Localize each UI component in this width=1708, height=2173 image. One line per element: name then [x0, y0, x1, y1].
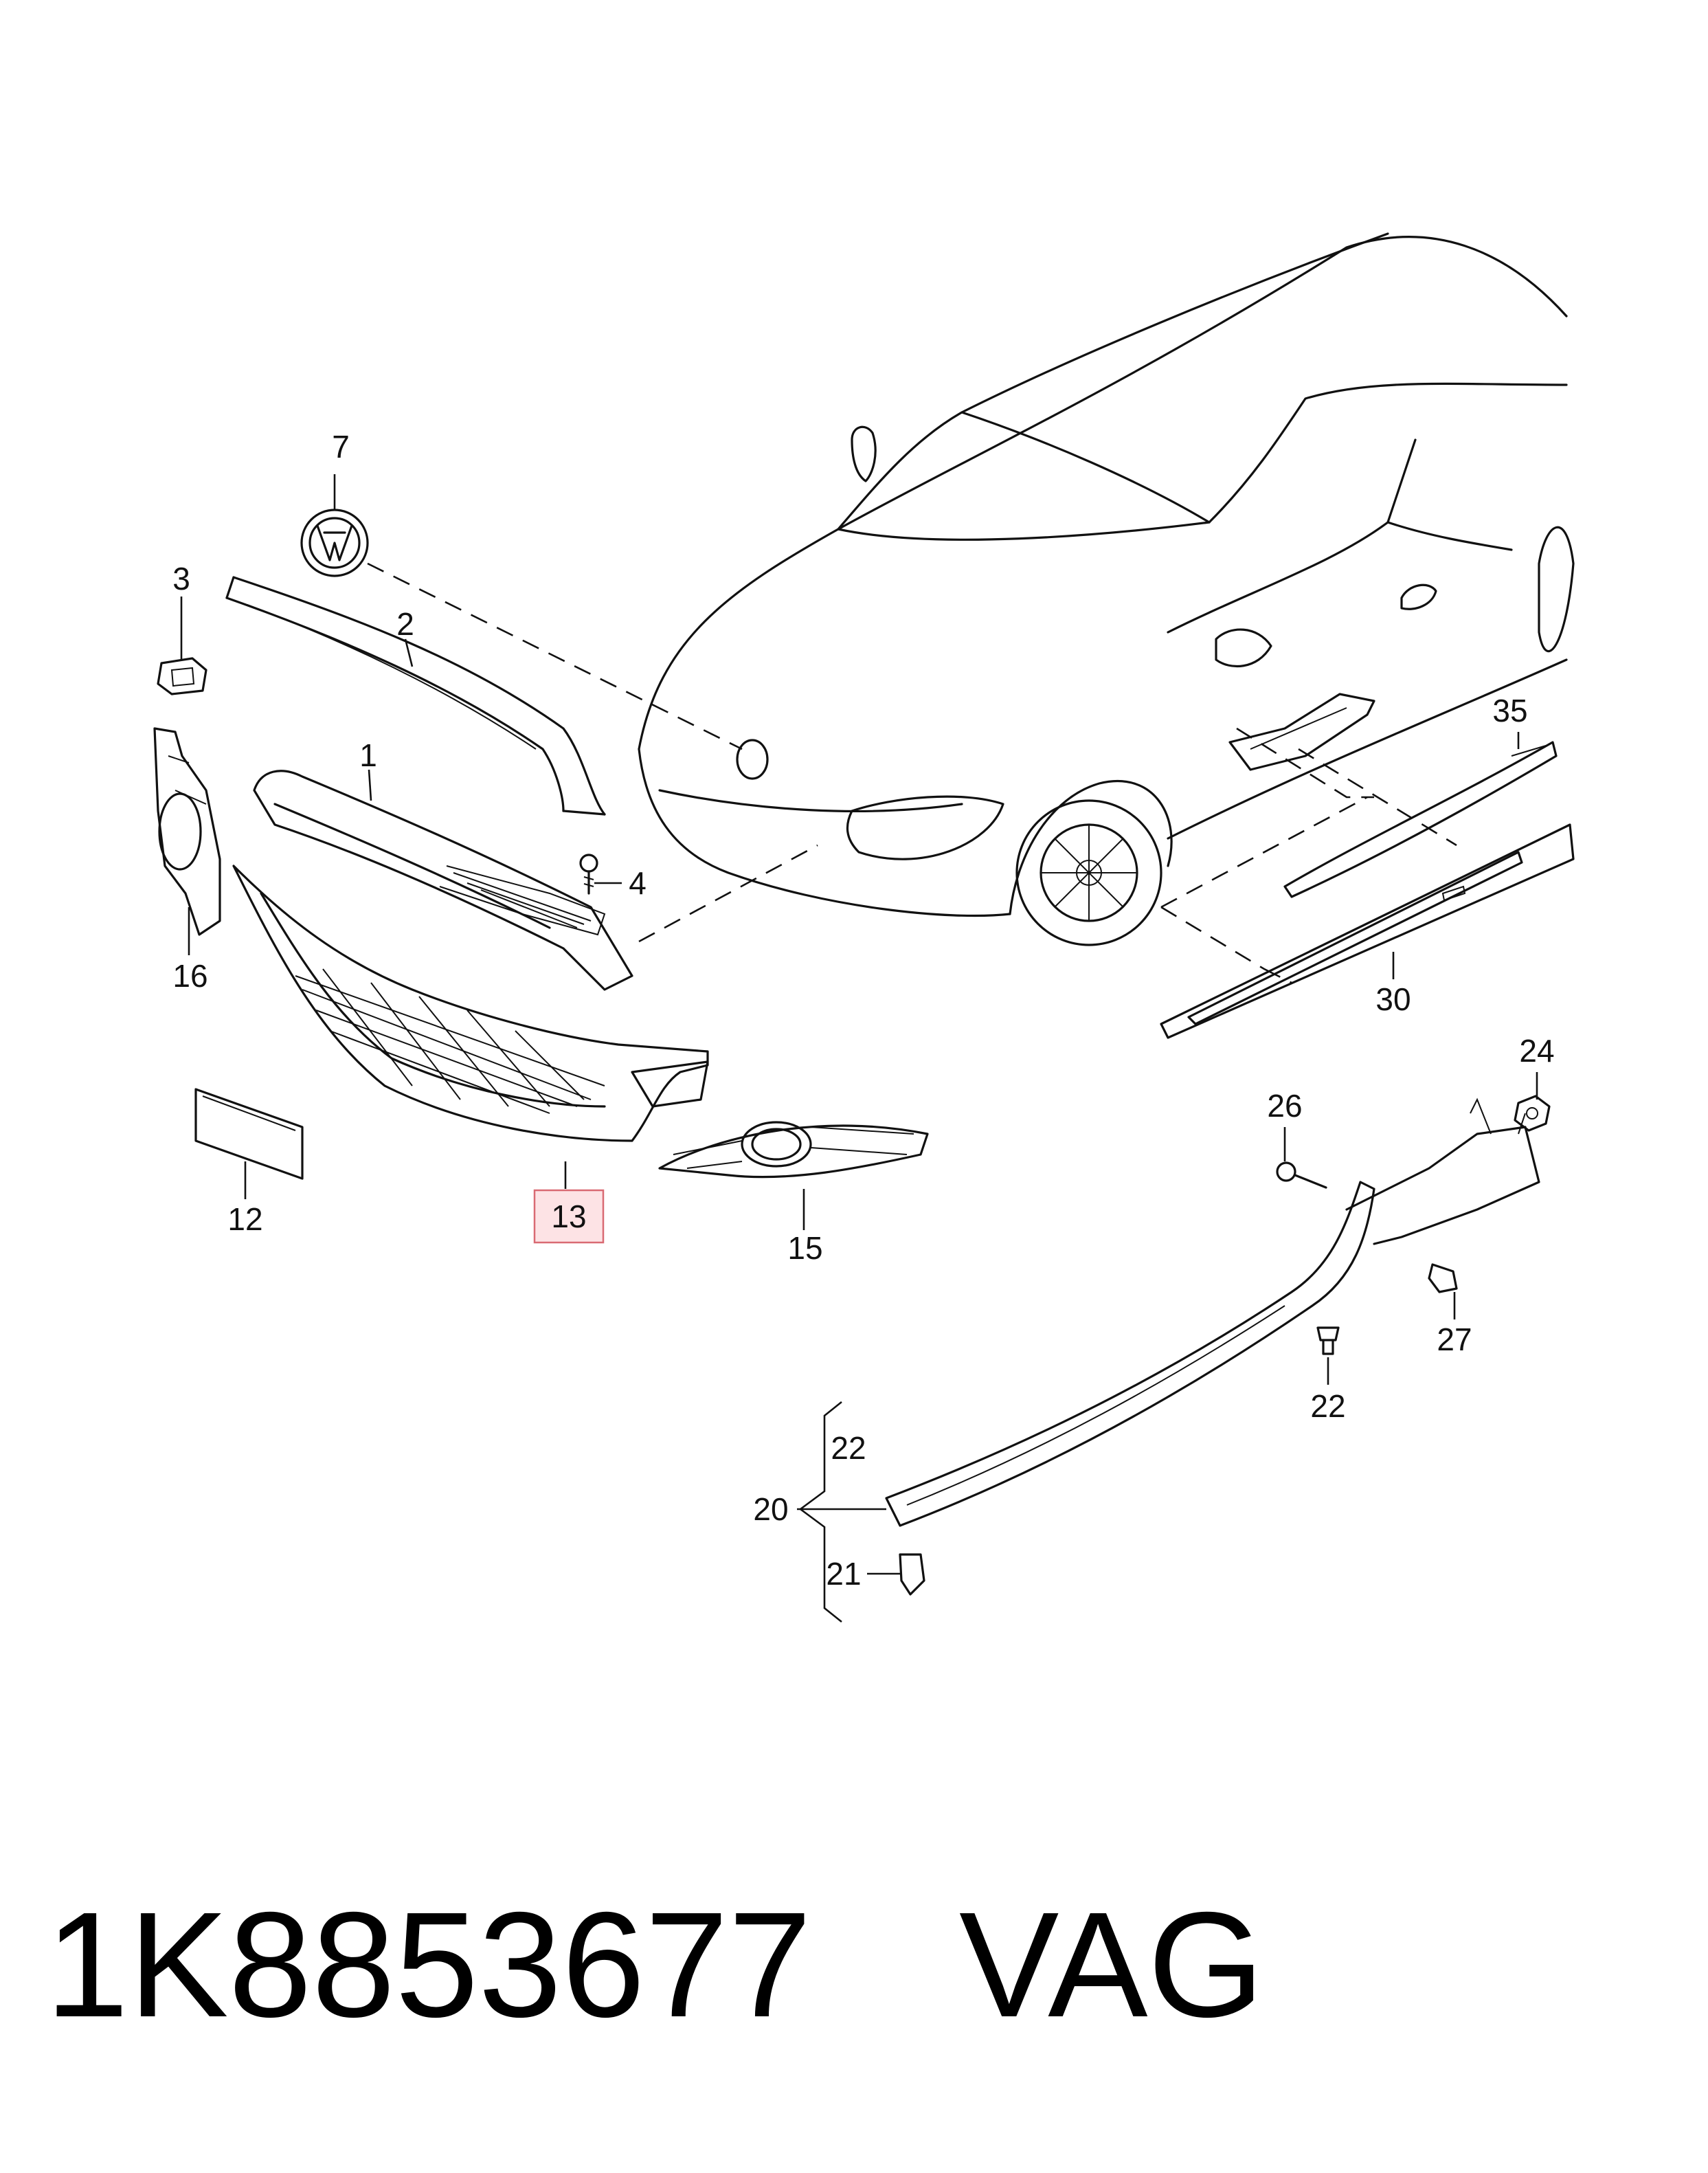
upper-grille-part: [253, 770, 633, 991]
leader-lines: [180, 474, 1538, 1623]
callout-2: 2: [396, 606, 414, 642]
brand-name: VAG: [959, 1882, 1265, 2049]
clip-part: [157, 657, 207, 695]
fog-light-grille-part: [658, 1121, 929, 1179]
callout-7: 7: [332, 429, 350, 465]
callout-1: 1: [359, 737, 377, 773]
assembly-dash-lines: [367, 562, 1457, 984]
callout-12: 12: [227, 1201, 262, 1237]
vw-emblem-part: [300, 509, 369, 577]
callout-3: 3: [172, 561, 190, 597]
callout-22-right: 22: [1310, 1388, 1345, 1424]
callout-27: 27: [1437, 1322, 1472, 1357]
caption: 1K8853677 VAG: [45, 1876, 1626, 2055]
part-number: 1K8853677: [45, 1882, 812, 2049]
callout-16: 16: [172, 958, 207, 994]
sill-trim-part: [1160, 741, 1575, 1039]
callout-30: 30: [1375, 981, 1411, 1017]
screw-part: [579, 854, 598, 895]
callout-21: 21: [826, 1556, 861, 1592]
callout-35: 35: [1492, 693, 1527, 728]
side-skirt-part: [885, 1097, 1540, 1527]
callout-4: 4: [629, 865, 647, 901]
callout-20: 20: [753, 1491, 788, 1527]
body-bracket-part: [1228, 693, 1375, 771]
car-outline: [638, 232, 1575, 946]
callout-labels: 1 2 3 4 7 12 13 15 16 20 21 22 22 24 26 …: [172, 429, 1554, 1592]
callout-26: 26: [1267, 1088, 1302, 1124]
upper-trim-strip-part: [225, 576, 606, 816]
license-plate-base-part: [194, 1088, 304, 1180]
callout-24: 24: [1519, 1033, 1554, 1069]
callout-22-left: 22: [831, 1430, 866, 1466]
callout-13: 13: [551, 1199, 586, 1234]
side-bracket-part: [153, 727, 221, 936]
fasteners: [899, 1095, 1551, 1596]
lower-grille-part: [232, 865, 709, 1142]
highlighted-part-box: [533, 1189, 605, 1244]
callout-15: 15: [787, 1230, 822, 1266]
